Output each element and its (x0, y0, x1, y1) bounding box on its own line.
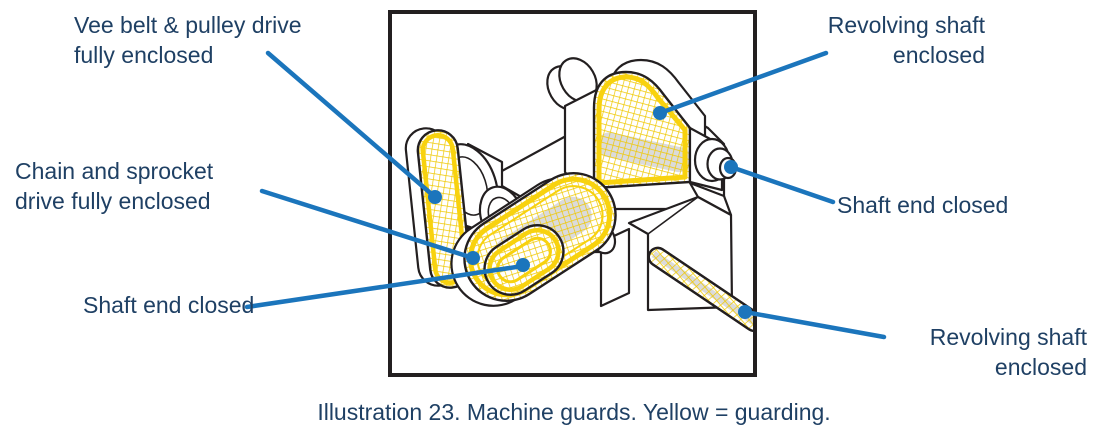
label-shaft-end-left: Shaft end closed (83, 292, 255, 318)
leader-line-revolving-bottom (742, 309, 887, 340)
label-revolving-shaft-bottom: Revolving shaft enclosed (929, 324, 1087, 380)
label-chain-sprocket: Chain and sprocket drive fully enclosed (15, 158, 214, 214)
label-vee-belt-pulley: Vee belt & pulley drive fully enclosed (74, 12, 302, 68)
label-revolving-shaft-top: Revolving shaft enclosed (827, 12, 985, 68)
caption: Illustration 23. Machine guards. Yellow … (317, 399, 831, 425)
label-shaft-end-right: Shaft end closed (837, 192, 1009, 218)
output-shaft (647, 246, 757, 332)
machine-illustration (388, 10, 757, 377)
